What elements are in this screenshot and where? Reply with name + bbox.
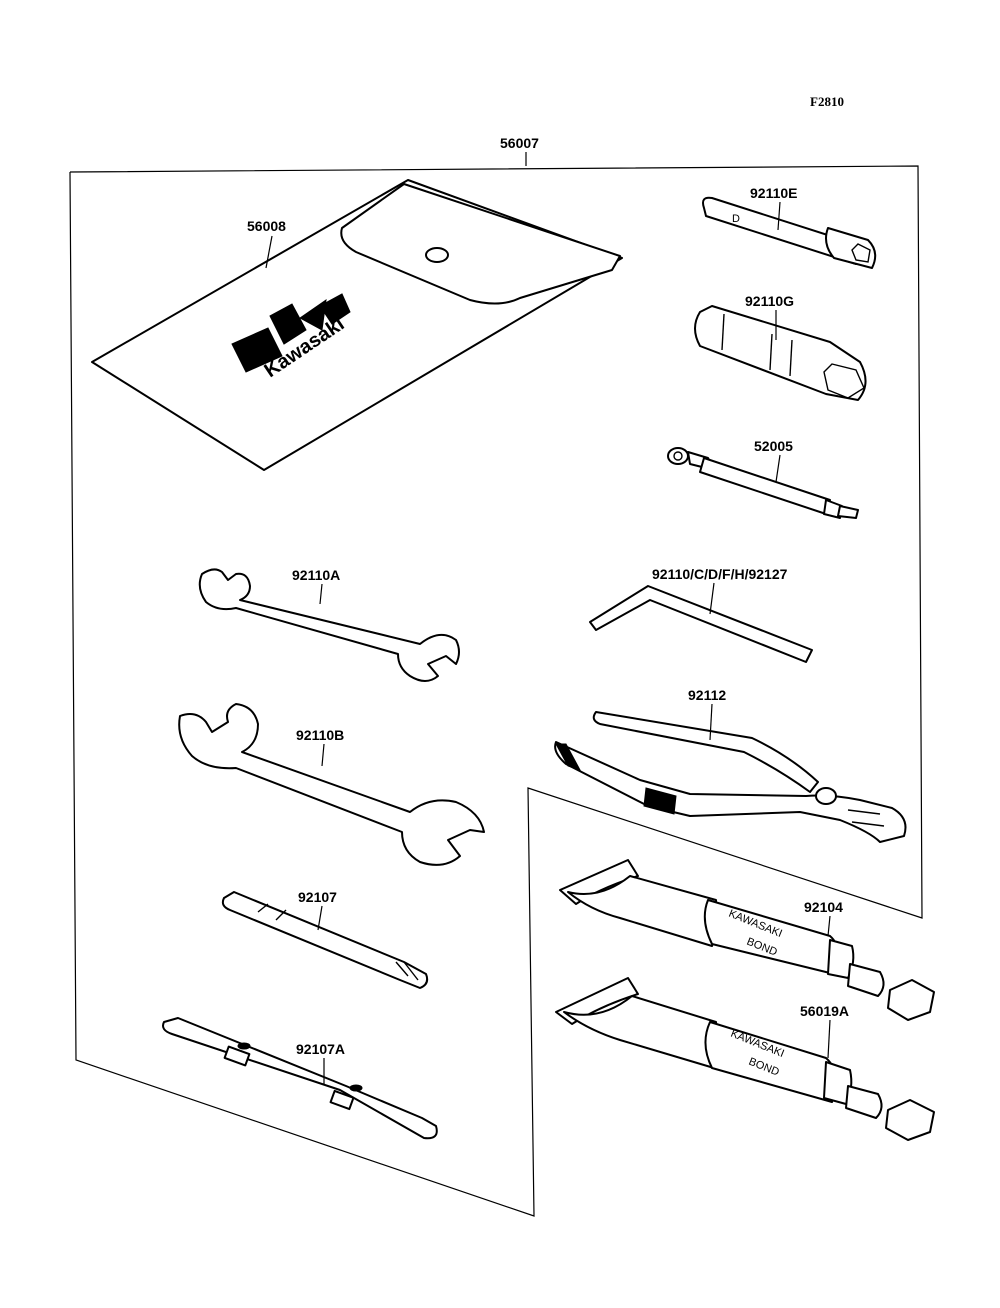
socket-wrench-small: D: [702, 196, 877, 269]
label-hex-keys: 92110/C/D/F/H/92127: [652, 566, 788, 582]
open-end-wrench-small: [198, 568, 460, 682]
leader-92110B: [321, 743, 325, 767]
label-92110G: 92110G: [745, 293, 794, 309]
leader-92112: [709, 703, 713, 741]
leader-56008: [265, 235, 273, 269]
hex-key-set: [589, 585, 813, 663]
leader-56019A: [827, 1019, 831, 1059]
leader-92110A: [319, 583, 323, 605]
combination-pliers: [554, 711, 907, 843]
figure-code: F2810: [810, 94, 844, 109]
screwdriver-grip-holder: [162, 1017, 438, 1140]
bond-tube-56019A: KAWASAKI BOND: [555, 977, 935, 1141]
open-end-wrench-large: [178, 703, 485, 866]
label-92104: 92104: [804, 899, 843, 915]
kit-outline: [69, 165, 923, 1217]
label-92112: 92112: [688, 687, 726, 703]
leader-92110E: [777, 201, 781, 231]
label-52005: 52005: [754, 438, 793, 454]
label-92110B: 92110B: [296, 727, 344, 743]
label-92107A: 92107A: [296, 1041, 345, 1057]
leader-92104: [827, 915, 831, 937]
label-56008: 56008: [247, 218, 286, 234]
leader-92107: [317, 905, 323, 931]
bond-tube-92104: KAWASAKI BOND: [559, 859, 935, 1021]
leader-hex-keys: [709, 582, 715, 615]
label-92110E: 92110E: [750, 185, 798, 201]
screwdriver: [221, 891, 429, 989]
label-92110A: 92110A: [292, 567, 340, 583]
tool-pouch: Kawasaki: [91, 179, 623, 471]
label-56007: 56007: [500, 135, 539, 151]
socket-handle-bar: [667, 447, 859, 519]
leader-52005: [775, 454, 781, 483]
label-56019A: 56019A: [800, 1003, 849, 1019]
plug-socket-wrench: [694, 305, 867, 401]
label-92107: 92107: [298, 889, 337, 905]
svg-text:D: D: [732, 213, 740, 225]
